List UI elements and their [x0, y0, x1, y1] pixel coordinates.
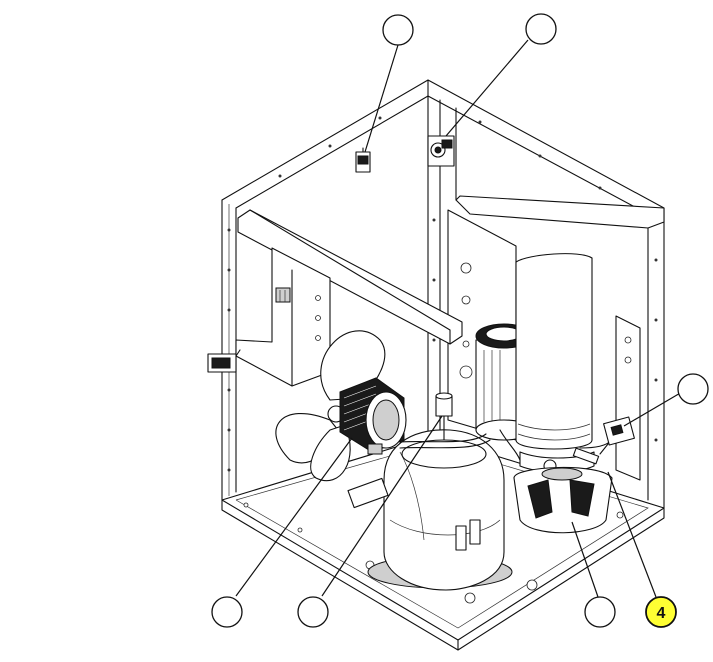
callout-4-highlighted: 4	[645, 596, 677, 628]
top-switch	[355, 147, 371, 173]
float-sensor	[435, 392, 453, 441]
frame-holes	[227, 116, 658, 472]
piping	[399, 429, 613, 461]
tank-column	[515, 253, 595, 473]
condenser	[339, 377, 407, 455]
callout-b	[525, 13, 557, 45]
callout-e	[297, 596, 329, 628]
callout-4-label: 4	[657, 605, 666, 622]
pump-housing	[513, 447, 613, 534]
callout-leaders	[235, 39, 683, 598]
callout-c	[677, 373, 709, 405]
electrical-bracket-box	[235, 247, 331, 387]
side-switch	[207, 349, 241, 373]
callout-d	[211, 596, 243, 628]
callout-f	[584, 596, 616, 628]
callout-a	[382, 14, 414, 46]
cross-beam	[237, 209, 463, 345]
top-valve	[427, 135, 455, 167]
condenser-fins	[343, 385, 377, 431]
